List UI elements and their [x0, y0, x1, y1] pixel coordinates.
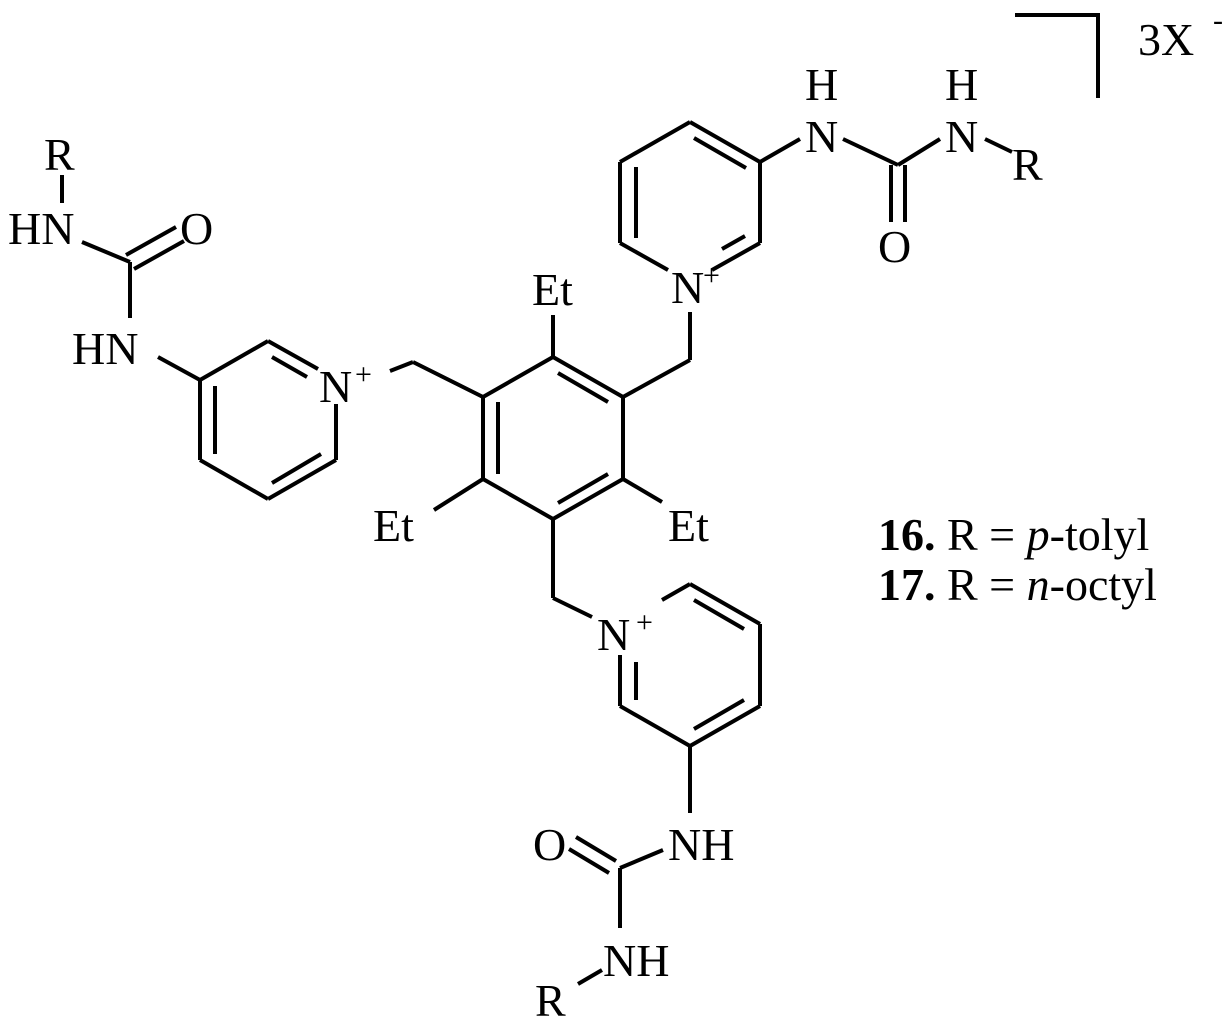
pyridinium-nitrogen-bottom: N — [597, 609, 630, 660]
substituent-prefix: R = — [947, 509, 1027, 560]
atom-label: O — [533, 819, 566, 870]
positive-charge: + — [636, 606, 653, 639]
ethyl-label: Et — [668, 500, 709, 551]
compound-legend-16: 16. R = p-tolyl — [878, 512, 1149, 558]
ethyl-label: Et — [373, 500, 414, 551]
substituent-italic: p — [1026, 509, 1050, 560]
atom-label: HN — [8, 203, 74, 254]
atom-label: NH — [668, 819, 734, 870]
ethyl-bonds — [432, 315, 664, 512]
urea-arm-upper — [759, 137, 1013, 222]
methylene-bonds — [389, 312, 692, 619]
negative-charge: - — [1213, 4, 1223, 37]
substituent-prefix: R = — [947, 559, 1027, 610]
atom-label: HN — [72, 323, 138, 374]
pyridinium-nitrogen-upper: N — [671, 262, 704, 313]
counterion-label: 3X — [1138, 14, 1194, 65]
atom-label: O — [878, 221, 911, 272]
compound-number: 17. — [878, 559, 936, 610]
pyridinium-ring-upper — [618, 120, 762, 272]
counterion-bracket — [1015, 13, 1100, 98]
atom-label: N — [805, 111, 838, 162]
atom-label: O — [180, 203, 213, 254]
atom-label: R — [535, 975, 566, 1022]
compound-number: 16. — [878, 509, 936, 560]
atom-label: H — [945, 59, 978, 110]
ethyl-label: Et — [532, 264, 573, 315]
atom-label: N — [945, 111, 978, 162]
urea-arm-left — [60, 175, 201, 382]
central-benzene-ring — [481, 355, 625, 521]
urea-arm-bottom — [567, 746, 692, 986]
compound-legend-17: 17. R = n-octyl — [878, 562, 1157, 608]
positive-charge: + — [355, 358, 372, 391]
pyridinium-ring-bottom — [618, 582, 762, 748]
substituent-suffix: -tolyl — [1049, 509, 1150, 560]
substituent-italic: n — [1026, 559, 1050, 610]
substituent-suffix: -octyl — [1049, 559, 1157, 610]
atom-label: NH — [603, 935, 669, 986]
pyridinium-ring-left — [198, 339, 338, 501]
atom-label: H — [805, 59, 838, 110]
positive-charge: + — [703, 259, 720, 292]
pyridinium-nitrogen-left: N — [319, 361, 352, 412]
atom-label: R — [1012, 139, 1043, 190]
atom-label: R — [44, 129, 75, 180]
